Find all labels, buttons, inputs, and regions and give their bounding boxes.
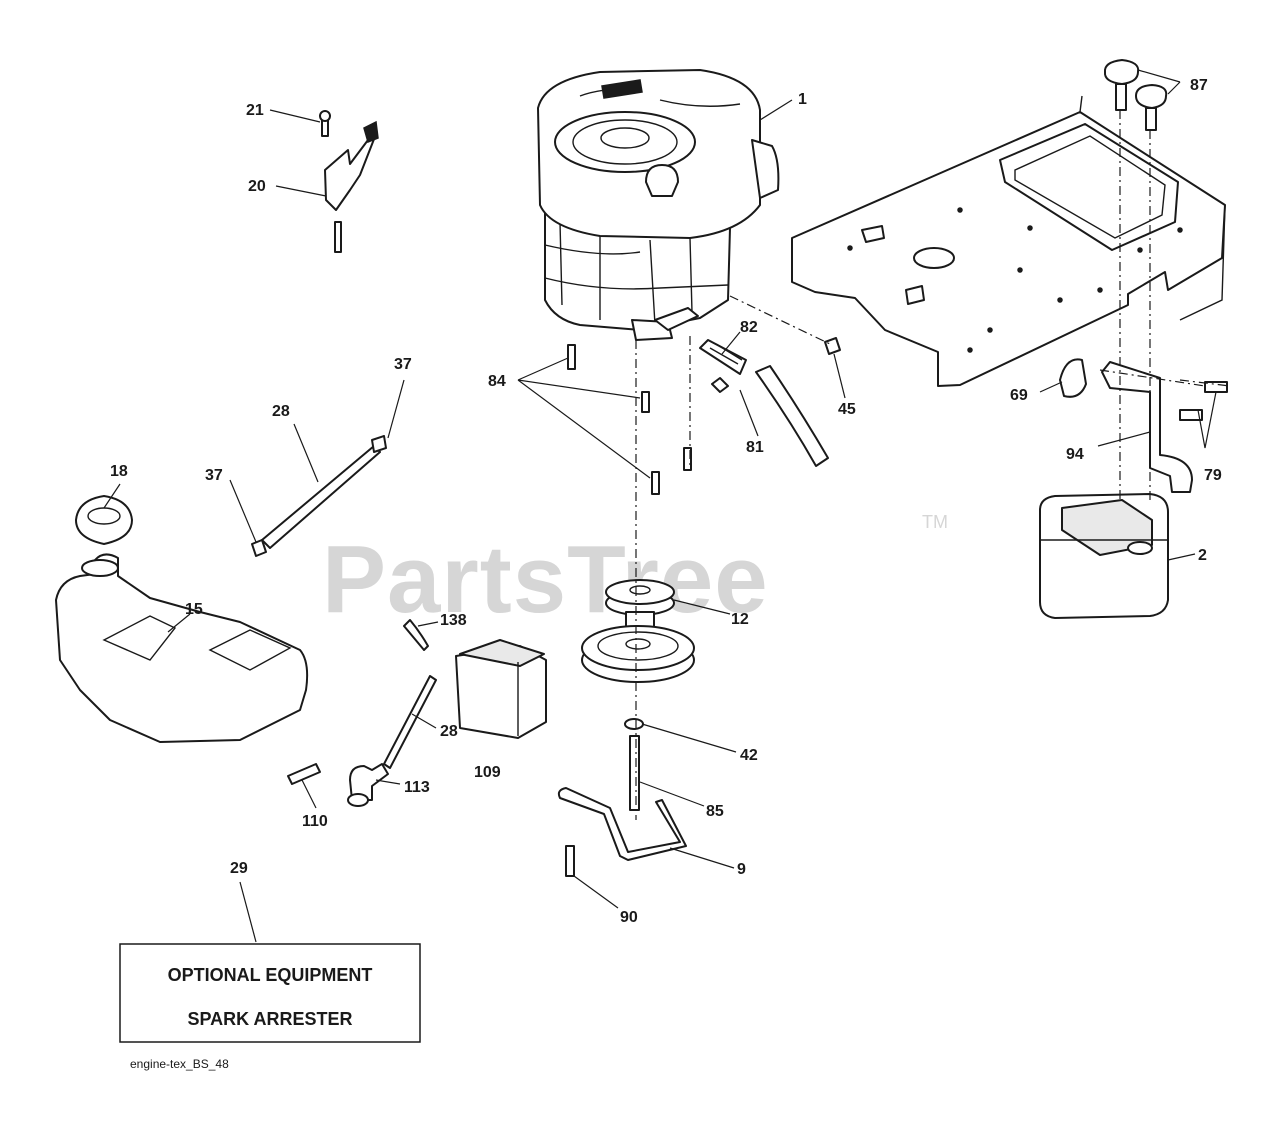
callout-113: 113 [404, 779, 430, 796]
fuel-line-lower-part [383, 675, 437, 769]
knob-part [1103, 59, 1168, 131]
callout-81: 81 [746, 439, 764, 456]
bolt-90-part [565, 845, 575, 877]
engine-part [537, 69, 780, 341]
callout-138: 138 [440, 612, 467, 629]
callout-18: 18 [110, 463, 128, 480]
hose-part [755, 365, 829, 467]
callout-28-lower: 28 [440, 723, 458, 740]
callout-90: 90 [620, 909, 638, 926]
callout-1: 1 [798, 91, 807, 108]
long-bolt-part [629, 735, 640, 811]
watermark-trademark: TM [922, 512, 948, 532]
fuel-filter-part [455, 639, 547, 739]
fuel-cap-part [75, 495, 133, 545]
callout-42: 42 [740, 747, 758, 764]
callout-79: 79 [1204, 467, 1222, 484]
assembly-lines [635, 110, 1231, 820]
clamp-part [371, 435, 387, 453]
callout-109: 109 [474, 764, 501, 781]
washer-part [624, 718, 644, 730]
bracket-part [557, 787, 687, 861]
callout-82: 82 [740, 319, 758, 336]
callout-21: 21 [246, 102, 264, 119]
engine-bolt-part [567, 344, 692, 495]
fuel-line-part [261, 445, 381, 549]
callout-20: 20 [248, 178, 266, 195]
nut-part [824, 337, 841, 355]
exhaust-pipe-part [1059, 358, 1193, 493]
callout-15: 15 [185, 601, 203, 618]
watermark-text: PartsTree [322, 526, 769, 633]
callout-110: 110 [302, 813, 328, 830]
callout-28-upper: 28 [272, 403, 290, 420]
callout-45: 45 [838, 401, 856, 418]
callout-37-lower: 37 [205, 467, 223, 484]
callout-37-upper: 37 [394, 356, 412, 373]
optional-equipment-box: OPTIONAL EQUIPMENT SPARK ARRESTER [119, 943, 421, 1043]
callout-labels: 1 2 9 12 15 18 20 21 28 28 29 37 37 42 4… [110, 77, 1222, 926]
callout-29: 29 [230, 860, 248, 877]
diagram-id-label: engine-tex_BS_48 [130, 1057, 229, 1071]
muffler-part [1039, 493, 1169, 619]
pulley-part [581, 579, 695, 683]
callout-12: 12 [731, 611, 749, 628]
shutoff-valve-part [347, 763, 389, 807]
callout-84: 84 [488, 373, 506, 390]
callout-2: 2 [1198, 547, 1207, 564]
optional-equipment-label: OPTIONAL EQUIPMENT [168, 965, 373, 985]
clamp-part [251, 539, 267, 557]
leader-lines [103, 69, 1217, 943]
callout-69: 69 [1010, 387, 1028, 404]
callout-87: 87 [1190, 77, 1208, 94]
throttle-control-part [319, 110, 379, 253]
frame-plate-part [791, 95, 1226, 387]
callout-9: 9 [737, 861, 746, 878]
fuel-line-138-part [403, 619, 429, 651]
callout-85: 85 [706, 803, 724, 820]
fuel-fitting-part [699, 339, 747, 393]
bolt-part [1179, 381, 1228, 421]
fuel-tank-part [55, 553, 309, 743]
spark-arrester-label: SPARK ARRESTER [187, 1009, 352, 1029]
callout-94: 94 [1066, 446, 1084, 463]
fitting-110-part [287, 763, 321, 785]
